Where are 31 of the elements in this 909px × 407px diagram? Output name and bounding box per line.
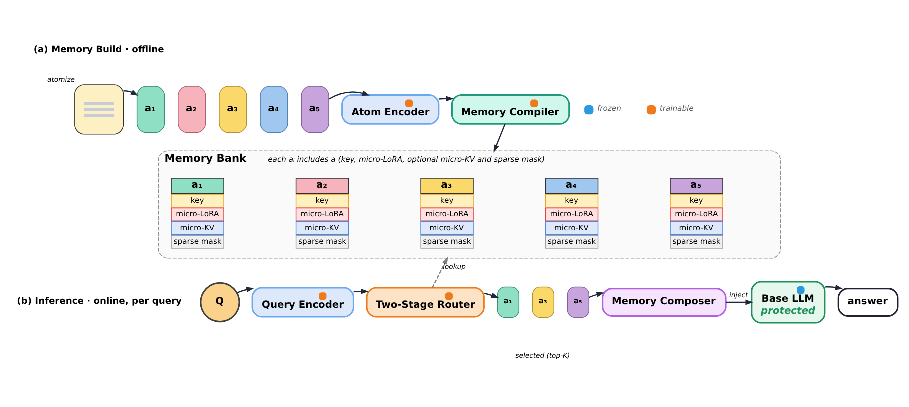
node-box: Memory Compiler bbox=[451, 94, 570, 124]
node-circle: Q bbox=[200, 282, 240, 322]
node-box: a₅ bbox=[567, 286, 590, 318]
arrow bbox=[589, 292, 605, 298]
node-box: a₄ bbox=[260, 86, 288, 133]
node-box: a₁ bbox=[136, 86, 166, 133]
node-box: Atom Encoder bbox=[342, 94, 440, 124]
node-box: Two-Stage Router bbox=[366, 286, 485, 318]
arrow bbox=[124, 89, 139, 96]
arrow bbox=[726, 299, 754, 305]
arrow bbox=[494, 124, 506, 152]
arrow bbox=[432, 256, 448, 288]
arrow bbox=[328, 90, 370, 100]
node-box: answer bbox=[838, 288, 899, 316]
node-box: a₁ bbox=[497, 286, 520, 318]
arrow bbox=[484, 292, 500, 298]
node-box: a₃ bbox=[532, 286, 555, 318]
legend-label: trainable bbox=[660, 104, 694, 113]
legend-label: frozen bbox=[598, 104, 622, 113]
label: (a) Memory Build · offline bbox=[34, 44, 164, 55]
node-box: Query Encoder bbox=[252, 286, 354, 318]
arrow bbox=[237, 286, 254, 294]
node-box bbox=[74, 84, 124, 134]
node-box: a₅ bbox=[301, 86, 330, 133]
node-box: Memory Composer bbox=[602, 288, 727, 316]
node-box: a₃ bbox=[219, 86, 248, 133]
arrow bbox=[825, 284, 844, 290]
arrow bbox=[354, 288, 369, 294]
node-box: a₂ bbox=[178, 86, 206, 133]
node-box: Base LLM protected bbox=[751, 280, 826, 324]
label: (b) Inference · online, per query bbox=[17, 296, 182, 307]
